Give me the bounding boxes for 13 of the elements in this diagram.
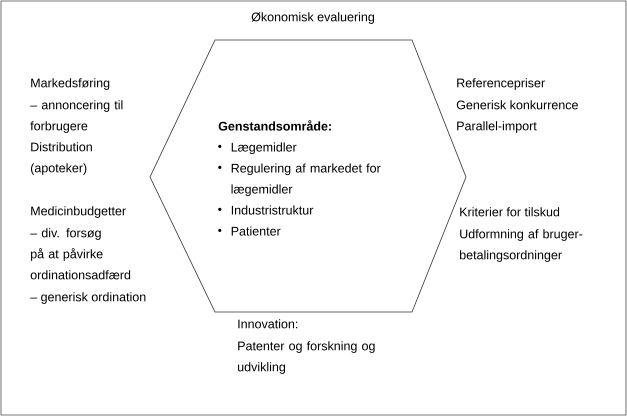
text-label: (apoteker): [30, 163, 86, 175]
text-label: Markedsføring: [31, 78, 110, 90]
text-label: Kriterier for tilskud: [460, 207, 560, 216]
text-label: Økonomisk evaluering: [252, 12, 374, 24]
text-label: Parallel-import: [457, 121, 537, 133]
text-label: Referencepriser: [457, 78, 545, 90]
text-label: Udformning af bruger-betalingsordninger: [460, 229, 582, 262]
text-label: – annoncering til forbrugere: [30, 100, 122, 133]
text-label: Generisk konkurrence: [456, 100, 578, 110]
text-label: Distribution: [31, 142, 92, 152]
text-label: Medicinbudgetter: [31, 206, 126, 218]
text-label: Patenter og forskning og udvikling: [238, 341, 375, 374]
text-label: – div. forsøg på at påvirke ordinationsadfærd: [30, 228, 130, 280]
